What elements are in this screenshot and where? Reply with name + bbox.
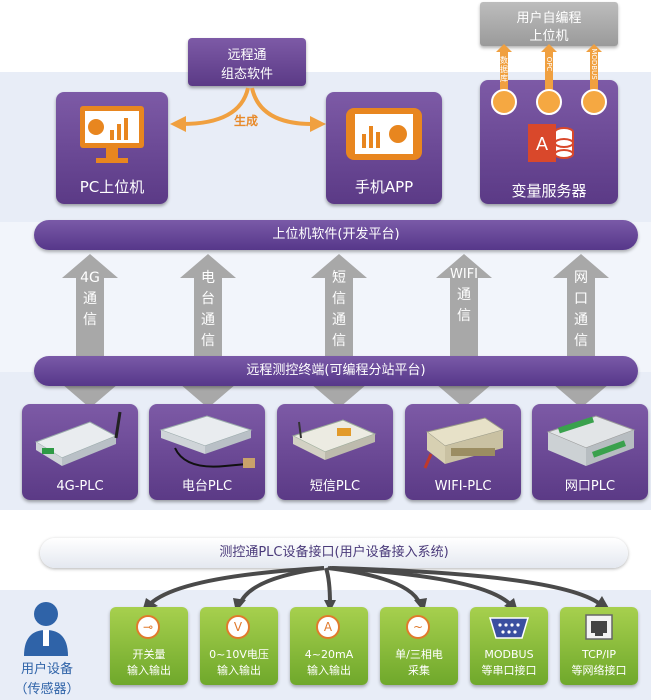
plc-card-sms: 短信PLC [277, 404, 393, 500]
generate-label: 生成 [234, 114, 259, 128]
config-software-line1: 远程通 [227, 48, 267, 63]
terminal-platform-label: 远程测控终端(可编程分站平台) [246, 363, 426, 378]
channel-label-ethernet: 网 口 通 信 [574, 270, 588, 349]
host-platform-label: 上位机软件(开发平台) [272, 227, 400, 242]
io-voltage-line2: 输入输出 [217, 664, 261, 677]
user-program-line2: 上位机 [529, 29, 569, 44]
io-network-line1: TCP/IP [582, 648, 616, 661]
user-device-line2: （传感器） [14, 682, 80, 697]
generate-arrows [170, 87, 326, 132]
config-software-line2: 组态软件 [220, 67, 273, 82]
serial-port-icon [488, 617, 530, 639]
plc-sms-device-image [291, 419, 377, 460]
channel-label-radio: 电 台 通 信 [201, 270, 215, 349]
monitor-icon [80, 106, 144, 163]
user-device-line1: 用户设备 [20, 662, 73, 677]
io-power-line1: 单/三相电 [395, 648, 443, 661]
io-network-line2: 等网络接口 [571, 664, 627, 677]
io-current-line1: 4~20mA [304, 648, 354, 661]
mobile-app-label: 手机APP [354, 178, 414, 196]
generate-arrow-right [250, 87, 313, 126]
voltage-icon: V [226, 615, 250, 639]
server-tube-3 [581, 44, 607, 115]
plc-card-ethernet: 网口PLC [532, 404, 648, 500]
server-tube-2 [536, 44, 562, 115]
user-program-line1: 用户自编程 [516, 11, 582, 26]
io-switch-line1: 开关量 [132, 648, 166, 661]
variable-server-box: 数据库 OPC MODBUS A 变量服务器 [480, 44, 618, 204]
interface-bar-label: 测控通PLC设备接口(用户设备接入系统) [219, 545, 449, 560]
server-tube-label-1: 数据库 [500, 56, 508, 83]
io-module-power: ~ 单/三相电 采集 [380, 607, 458, 685]
tablet-icon [346, 108, 422, 160]
interface-bar: 测控通PLC设备接口(用户设备接入系统) [40, 538, 628, 568]
ampere-icon: A [316, 615, 340, 639]
server-tube-label-2: OPC [545, 56, 553, 72]
io-voltage-line1: 0~10V电压 [209, 648, 269, 661]
ethernet-port-icon [585, 614, 613, 640]
channel-label-wifi: WIFI 通 信 [450, 267, 478, 324]
generate-arrowhead-left [170, 116, 186, 132]
plc-radio-label: 电台PLC [181, 479, 233, 494]
io-module-network: TCP/IP 等网络接口 [560, 607, 638, 685]
svg-text:A: A [536, 134, 548, 154]
generate-arrowhead-right [310, 116, 326, 132]
plc-wifi-label: WIFI-PLC [434, 479, 492, 494]
io-power-line2: 采集 [408, 664, 430, 677]
plc-4g-label: 4G-PLC [56, 479, 104, 494]
mobile-app-box: 手机APP [326, 92, 442, 204]
user-program-box: 用户自编程 上位机 [480, 2, 618, 46]
plc-card-radio: 电台PLC [149, 404, 265, 500]
server-tube-1 [491, 44, 517, 115]
terminal-platform-bar: 远程测控终端(可编程分站平台) [34, 356, 638, 386]
switch-icon: ⊸ [136, 615, 160, 639]
plc-radio-device-image [159, 415, 255, 468]
io-serial-line2: 等串口接口 [481, 664, 537, 677]
io-serial-line1: MODBUS [484, 648, 534, 661]
plc-sms-label: 短信PLC [309, 479, 361, 494]
config-software-box: 远程通 组态软件 [188, 38, 306, 86]
plc-card-wifi: WIFI-PLC [405, 404, 521, 500]
io-module-voltage: V 0~10V电压 输入输出 [200, 607, 278, 685]
generate-arrow-left [181, 87, 250, 126]
server-tube-label-3: MODBUS [590, 48, 598, 80]
io-switch-line2: 输入输出 [127, 664, 171, 677]
user-person-icon [24, 602, 68, 656]
plc-wifi-device-image [423, 417, 505, 469]
plc-4g-device-image [34, 411, 122, 466]
channel-label-sms: 短 信 通 信 [332, 270, 346, 349]
host-platform-bar: 上位机软件(开发平台) [34, 220, 638, 250]
server-connections [491, 44, 607, 115]
variable-server-label: 变量服务器 [511, 182, 587, 200]
pc-host-label: PC上位机 [79, 178, 145, 196]
plc-card-4g: 4G-PLC [22, 404, 138, 500]
channel-label-4g: 4G 通 信 [80, 270, 100, 328]
plc-ethernet-device-image [546, 415, 636, 466]
io-module-switch: ⊸ 开关量 输入输出 [110, 607, 188, 685]
io-module-serial: MODBUS 等串口接口 [470, 607, 548, 685]
ac-power-icon: ~ [406, 615, 430, 639]
pc-host-box: PC上位机 [56, 92, 168, 204]
access-database-icon: A [528, 124, 574, 162]
io-module-current: A 4~20mA 输入输出 [290, 607, 368, 685]
plc-ethernet-label: 网口PLC [564, 479, 616, 494]
io-current-line2: 输入输出 [307, 664, 351, 677]
